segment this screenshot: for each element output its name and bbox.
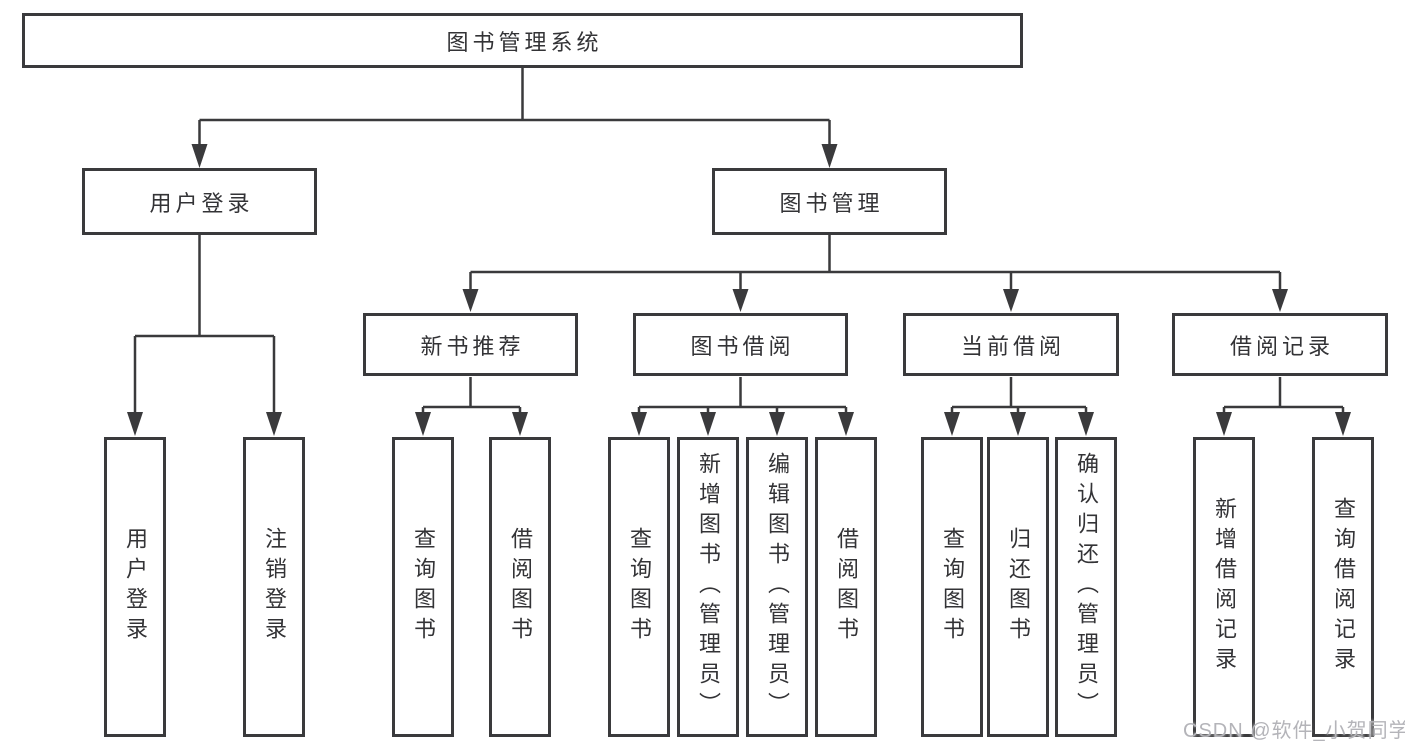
arrowhead [944, 412, 960, 436]
arrowhead [1003, 289, 1019, 312]
leaf-edit-book-admin: 编辑图书（管理员） [746, 437, 808, 737]
arrowhead [631, 412, 647, 436]
arrowhead [462, 289, 479, 312]
edges-root [191, 68, 838, 168]
arrowhead [821, 144, 838, 168]
arrowhead [1216, 412, 1232, 436]
leaf-add-book-admin: 新增图书（管理员） [677, 437, 739, 737]
arrowhead [838, 412, 854, 436]
arrowhead [1335, 412, 1351, 436]
leaf-confirm-return-admin: 确认归还（管理员） [1055, 437, 1117, 737]
edges-current-borrowing [944, 377, 1094, 436]
leaf-query-books-borrowing: 查询图书 [608, 437, 670, 737]
leaf-logout: 注销登录 [243, 437, 305, 737]
arrowhead [415, 412, 431, 436]
edges-borrowing-records [1216, 377, 1351, 436]
node-root-system: 图书管理系统 [22, 13, 1023, 68]
arrowhead [512, 412, 528, 436]
csdn-watermark: CSDN @软件_小贺同学 [1183, 720, 1405, 742]
arrowhead [732, 289, 749, 312]
arrowhead [700, 412, 716, 436]
edges-book-management [462, 235, 1288, 312]
leaf-add-borrow-record: 新增借阅记录 [1193, 437, 1255, 737]
leaf-borrow-books-recommend: 借阅图书 [489, 437, 551, 737]
arrowhead [1272, 289, 1288, 312]
node-book-management: 图书管理 [712, 168, 947, 235]
node-new-book-recommend: 新书推荐 [363, 313, 578, 376]
arrowhead [127, 412, 143, 436]
leaf-borrow-books: 借阅图书 [815, 437, 877, 737]
arrowhead [769, 412, 785, 436]
leaf-query-borrow-record: 查询借阅记录 [1312, 437, 1374, 737]
arrowhead [266, 412, 282, 436]
node-current-borrowing: 当前借阅 [903, 313, 1119, 376]
node-book-borrowing: 图书借阅 [633, 313, 848, 376]
node-user-login: 用户登录 [82, 168, 317, 235]
leaf-query-books-recommend: 查询图书 [392, 437, 454, 737]
leaf-user-login: 用户登录 [104, 437, 166, 737]
arrowhead [1078, 412, 1094, 436]
node-borrowing-records: 借阅记录 [1172, 313, 1388, 376]
arrowhead [191, 144, 208, 168]
leaf-return-book: 归还图书 [987, 437, 1049, 737]
edges-user-login [127, 235, 282, 436]
leaf-query-books-current: 查询图书 [921, 437, 983, 737]
edges-new-book-recommend [415, 377, 528, 436]
arrowhead [1010, 412, 1026, 436]
edges-book-borrowing [631, 377, 854, 436]
